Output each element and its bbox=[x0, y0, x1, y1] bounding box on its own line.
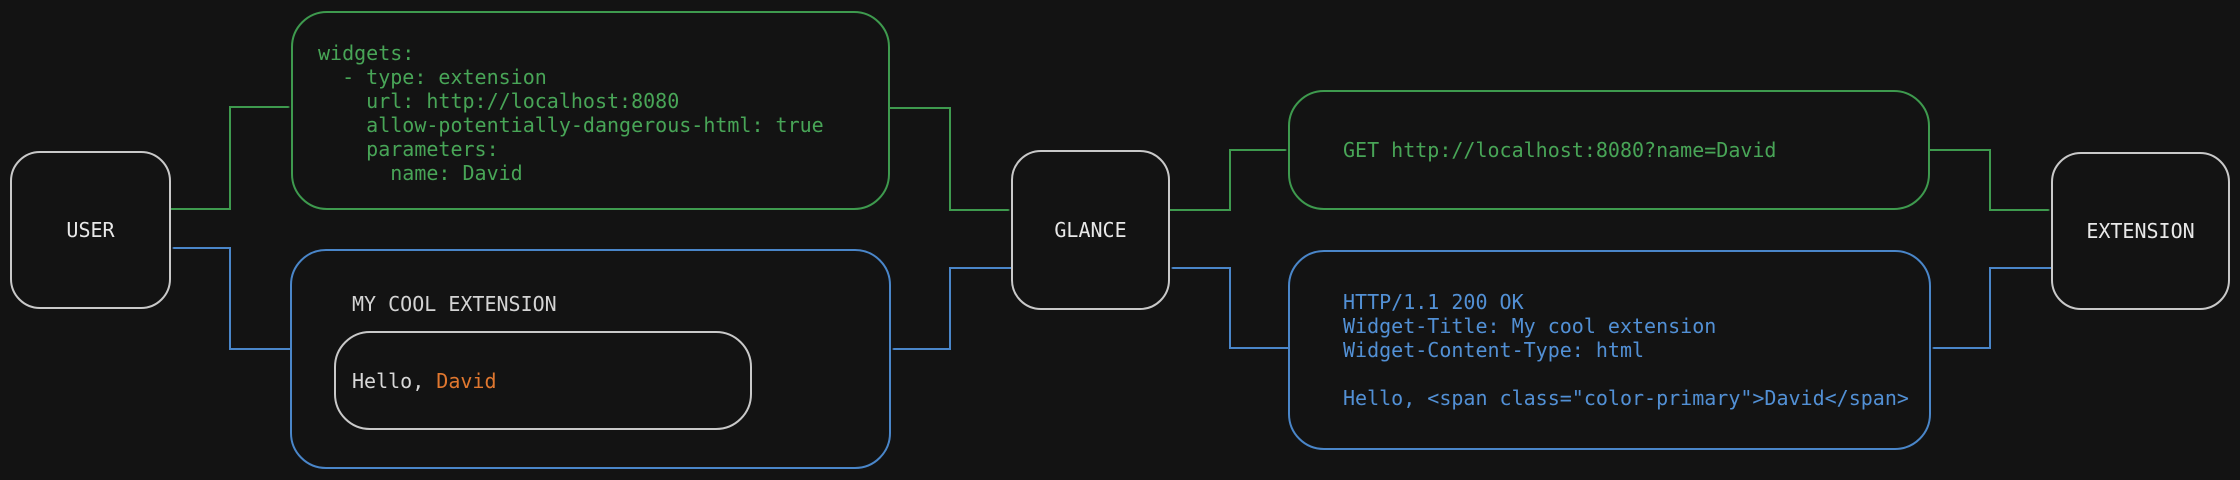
node-user-label: USER bbox=[66, 218, 115, 242]
arrow-extension-to-response bbox=[1934, 267, 2051, 348]
arrow-request-to-extension bbox=[1930, 149, 2048, 210]
node-glance: GLANCE bbox=[1011, 150, 1170, 310]
arrow-glance-to-widget bbox=[894, 267, 1011, 349]
node-user: USER bbox=[10, 151, 171, 309]
node-extension-label: EXTENSION bbox=[2086, 219, 2195, 243]
response-http-code: HTTP/1.1 200 OK Widget-Title: My cool ex… bbox=[1343, 290, 1909, 410]
widget-preview: Hello, David bbox=[334, 331, 752, 430]
arrow-user-to-config bbox=[171, 107, 288, 210]
greeting-text: Hello, bbox=[352, 368, 437, 393]
request-text: GET http://localhost:8080?name=David bbox=[1343, 138, 1777, 162]
arrow-response-to-glance bbox=[1173, 268, 1288, 349]
response-box: HTTP/1.1 200 OK Widget-Title: My cool ex… bbox=[1288, 250, 1931, 450]
config-box: widgets: - type: extension url: http://l… bbox=[291, 11, 890, 210]
arrow-widget-to-user bbox=[174, 248, 290, 350]
arrow-glance-to-request bbox=[1170, 150, 1285, 211]
node-glance-label: GLANCE bbox=[1054, 218, 1127, 242]
widget-box: MY COOL EXTENSION Hello, David bbox=[290, 249, 891, 469]
arrow-config-to-glance bbox=[890, 107, 1008, 210]
request-box: GET http://localhost:8080?name=David bbox=[1288, 90, 1930, 210]
greeting-name: David bbox=[436, 368, 497, 393]
config-yaml-code: widgets: - type: extension url: http://l… bbox=[318, 41, 824, 185]
node-extension: EXTENSION bbox=[2051, 152, 2230, 310]
widget-title: MY COOL EXTENSION bbox=[352, 292, 557, 316]
